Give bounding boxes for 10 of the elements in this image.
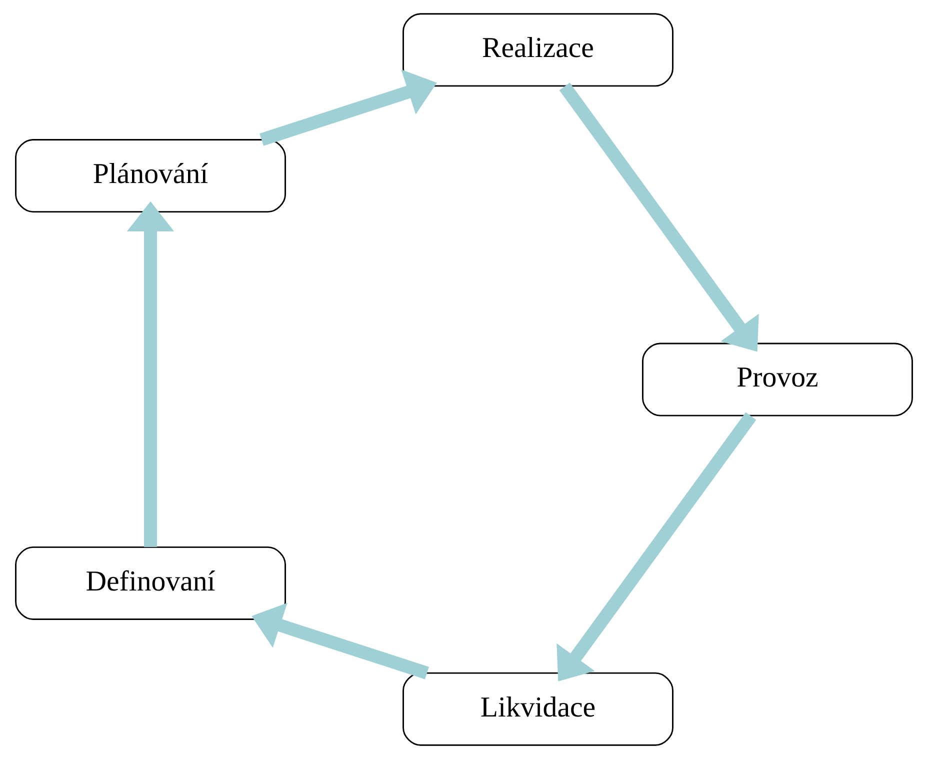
node-box: Definovaní xyxy=(15,546,286,620)
node-box: Realizace xyxy=(402,13,674,87)
node-box: Provoz xyxy=(642,342,913,416)
arrow xyxy=(556,412,756,682)
node-box: Likvidace xyxy=(402,672,674,746)
arrow xyxy=(252,602,429,680)
arrow xyxy=(559,82,759,352)
arrow xyxy=(260,70,437,146)
node-box: Plánování xyxy=(15,139,286,213)
arrow xyxy=(126,201,174,548)
